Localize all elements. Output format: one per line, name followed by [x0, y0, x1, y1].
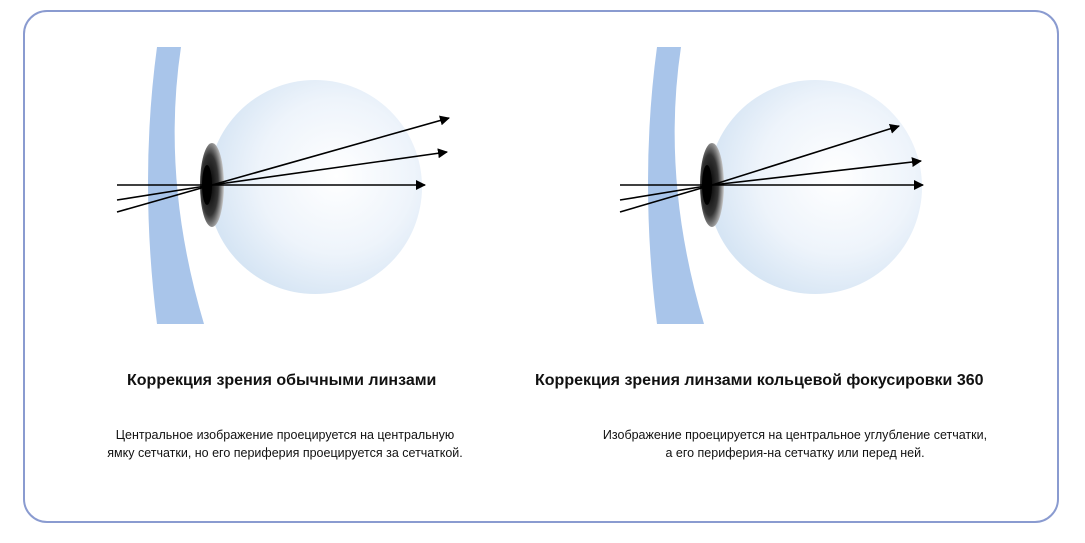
arrow-upper [711, 123, 900, 186]
ray-2 [619, 184, 713, 201]
arrow-middle [711, 157, 922, 186]
panel-left-illustration [116, 47, 450, 324]
ray-3 [116, 184, 213, 213]
panel-left-description: Центральное изображение проецируется на … [80, 426, 490, 462]
ray-3 [619, 184, 713, 213]
eyeball [208, 80, 422, 294]
panel-right-description: Изображение проецируется на центральное … [560, 426, 1030, 462]
panel-right-title: Коррекция зрения линзами кольцевой фокус… [535, 372, 984, 389]
panel-right-illustration [619, 47, 924, 324]
ray-2 [116, 184, 213, 201]
description-line: ямку сетчатки, но его периферия проециру… [107, 446, 463, 460]
description-line: Изображение проецируется на центральное … [602, 428, 988, 442]
arrow-middle [211, 148, 448, 186]
description-line: а его периферия-на сетчатку или перед не… [665, 446, 925, 460]
eyeball [708, 80, 922, 294]
arrow-upper [211, 115, 450, 186]
description-line: Центральное изображение проецируется на … [115, 428, 455, 442]
panel-left-title: Коррекция зрения обычными линзами [127, 372, 437, 389]
diagram-frame [23, 10, 1059, 523]
